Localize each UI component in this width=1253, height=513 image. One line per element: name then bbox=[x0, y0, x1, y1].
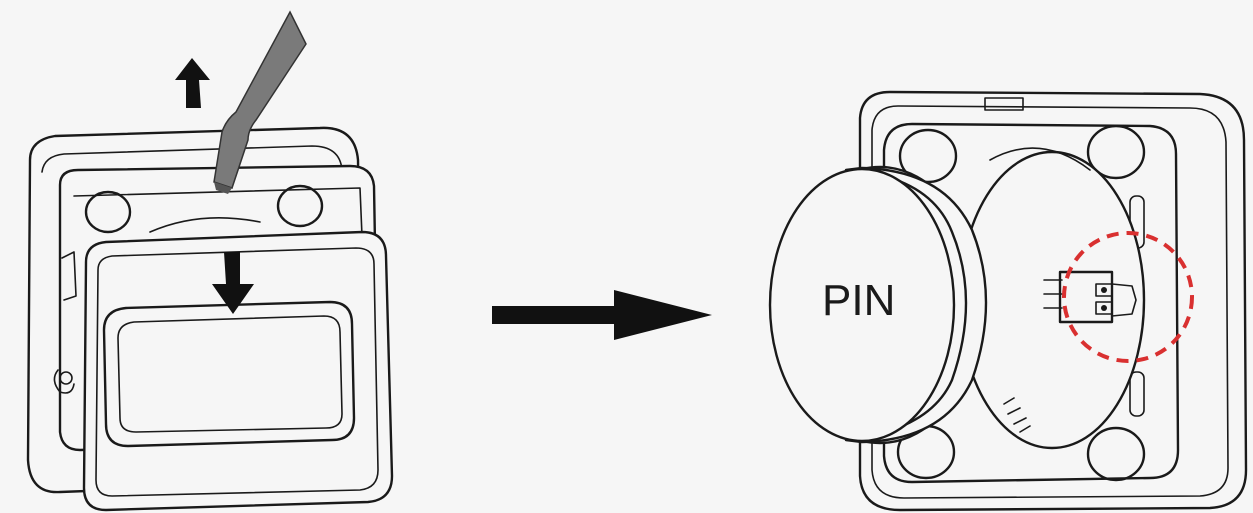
screw-hole-right bbox=[276, 184, 324, 228]
pin-dot-bottom bbox=[1101, 305, 1107, 311]
screw-hole-left bbox=[84, 190, 132, 234]
left-device-assembly bbox=[26, 10, 394, 512]
highlight-circle bbox=[1062, 231, 1194, 363]
connector-wire bbox=[1043, 279, 1063, 309]
base-cylinder-rim bbox=[989, 147, 1091, 171]
display-window-inner bbox=[117, 315, 343, 433]
connector-clip bbox=[1111, 283, 1137, 317]
top-notch bbox=[984, 97, 1024, 111]
pin-cap-face bbox=[768, 167, 956, 443]
down-arrow-icon bbox=[212, 252, 254, 314]
display-window-outer bbox=[102, 300, 356, 448]
right-arrow-icon bbox=[492, 290, 712, 340]
side-clip-upper bbox=[61, 251, 77, 301]
right-device-assembly: PIN bbox=[768, 90, 1248, 512]
base-thread bbox=[1003, 397, 1031, 433]
base-cylinder bbox=[958, 150, 1146, 450]
side-screw bbox=[59, 371, 73, 385]
housing-inner-edge bbox=[871, 105, 1229, 499]
front-cover-bevel bbox=[95, 247, 379, 497]
connector-pin-top bbox=[1095, 283, 1113, 297]
side-clip-lower bbox=[53, 369, 75, 394]
screwdriver-tip bbox=[214, 182, 232, 194]
up-arrow-icon bbox=[175, 58, 210, 108]
screw-hole-bottom-right bbox=[1086, 426, 1146, 482]
pin-cap-label: PIN bbox=[822, 276, 895, 325]
back-housing-inner-edge bbox=[41, 145, 345, 441]
screw-hole-top-right bbox=[1086, 124, 1146, 180]
pin-dot-top bbox=[1101, 287, 1107, 293]
connector-pin-bottom bbox=[1095, 301, 1113, 315]
mounting-frame bbox=[882, 122, 1180, 484]
inner-ring bbox=[149, 216, 261, 233]
slot-lower bbox=[1129, 371, 1145, 417]
base-frame-inner bbox=[73, 187, 363, 237]
